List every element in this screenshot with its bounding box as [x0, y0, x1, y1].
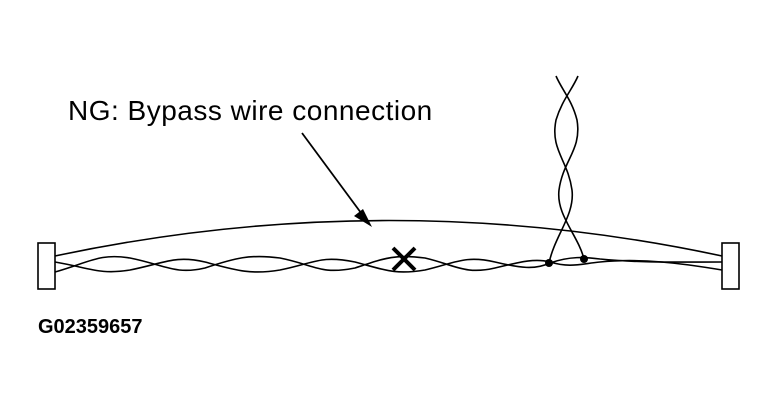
twisted-pair-strand-b [54, 255, 723, 273]
bypass-wire [54, 219, 723, 257]
left-connector [37, 242, 56, 290]
branch-strand-b [555, 75, 585, 260]
callout-arrow [301, 132, 372, 227]
x-mark-icon [391, 246, 417, 272]
callout-label: NG: Bypass wire connection [68, 95, 433, 126]
splice-point-1 [545, 259, 553, 267]
figure-id: G02359657 [38, 316, 143, 338]
twisted-pair-strand-a [54, 256, 723, 273]
splice-point-2 [580, 255, 588, 263]
right-connector [721, 242, 740, 290]
branch-strand-a [548, 75, 579, 264]
